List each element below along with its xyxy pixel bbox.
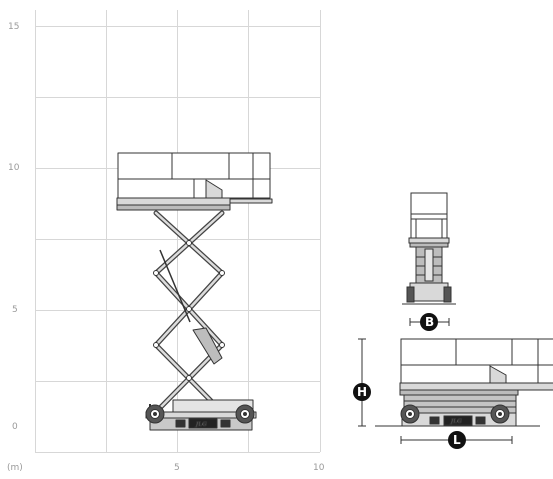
length-badge-label: L: [453, 433, 461, 447]
scissor-lift-stowed: JLG: [375, 338, 553, 427]
x-unit-label: (m): [7, 463, 23, 473]
wheel-rear: [235, 404, 255, 424]
stowed-wheel-rear: [490, 404, 510, 424]
stowed-wheel-front: [400, 404, 420, 424]
scissor-lift-extended: JLG: [116, 152, 273, 431]
stowed-guardrail: [400, 338, 553, 384]
width-badge: [420, 313, 438, 331]
stowed-chassis-panel: [429, 416, 440, 425]
length-badge: [448, 431, 466, 449]
x-tick-label: 10: [313, 463, 325, 473]
front-deck: [408, 237, 450, 244]
wheel-front: [145, 404, 165, 424]
pivot-pin: [153, 342, 159, 348]
deck-rail: [116, 204, 231, 211]
chassis-tray: [172, 399, 254, 413]
chassis-panel: [175, 419, 186, 428]
lift-cylinder: [192, 327, 223, 365]
y-tick-label: 5: [12, 305, 18, 315]
stowed-deck: [399, 382, 553, 391]
height-badge: [353, 383, 371, 401]
hub: [153, 412, 157, 416]
pivot-pin: [186, 306, 192, 312]
front-chassis: [409, 282, 449, 302]
pivot-pin: [219, 270, 225, 276]
cylinder-rod: [159, 249, 191, 323]
platform-deck: [116, 197, 231, 206]
reach-grid: [35, 10, 321, 453]
brand-logo-text: JLG: [195, 421, 207, 428]
front-deck-rail: [409, 242, 449, 248]
stowed-chassis-panel: [475, 416, 486, 425]
stowed-deck-rail: [399, 389, 519, 396]
chassis-panel: [220, 419, 231, 428]
y-tick-label: 10: [8, 163, 20, 173]
x-tick-label: 5: [174, 463, 180, 473]
pivot-pin: [186, 375, 192, 381]
brand-plate: [188, 418, 218, 429]
scissor-lift-front-view: [402, 192, 456, 305]
scissor-pivots: [153, 240, 225, 381]
height-dimension: [358, 338, 366, 427]
front-wheel-right: [443, 286, 452, 303]
hub: [243, 412, 247, 416]
hub: [498, 412, 502, 416]
stowed-brand-logo-text: JLG: [450, 418, 462, 425]
front-guardrail: [410, 192, 448, 239]
pivot-pin: [219, 342, 225, 348]
height-badge-label: H: [357, 385, 367, 399]
front-wheel-left: [406, 286, 415, 303]
pivot-pin: [153, 270, 159, 276]
pivot-pin: [186, 240, 192, 246]
front-cylinder: [424, 248, 434, 282]
width-badge-label: B: [425, 315, 434, 329]
y-tick-label: 15: [8, 22, 19, 32]
stowed-brand-plate: [443, 415, 473, 426]
platform-extension-deck: [229, 198, 273, 204]
y-tick-label: 0: [12, 422, 18, 432]
hub: [408, 412, 412, 416]
